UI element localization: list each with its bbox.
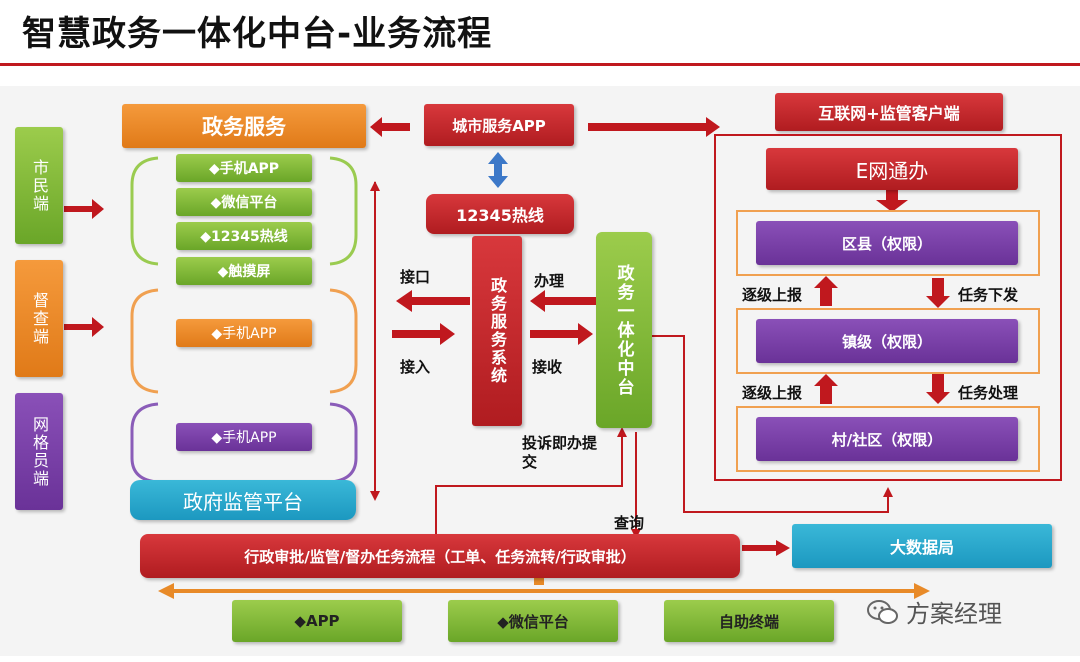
citizen-end: 市民端	[15, 127, 63, 244]
bracket-green	[130, 156, 358, 266]
line-platform-to-levels	[652, 335, 893, 513]
village-frame	[736, 406, 1040, 472]
blue-double-arrow	[488, 152, 508, 188]
middle-platform: 政务一体化中台	[596, 232, 652, 428]
arrow-interface	[396, 290, 470, 312]
arrow-access	[392, 323, 455, 345]
client-frame	[714, 134, 1062, 481]
end-to-channel-arrows	[64, 199, 104, 337]
label-query: 查询	[614, 514, 645, 532]
arrow-enet-down	[876, 190, 908, 212]
arrow-to-bigdata	[742, 540, 790, 556]
label-handle: 办理	[534, 272, 565, 290]
channel-wechat: ◆微信平台	[176, 188, 312, 216]
gov-service-header: 政务服务	[122, 104, 366, 148]
bracket-purple	[130, 402, 358, 484]
label-report-up-1: 逐级上报	[742, 286, 803, 304]
service-system: 政务服务系统	[472, 236, 522, 426]
city-service-app: 城市服务APP	[424, 104, 574, 146]
label-report-up-2: 逐级上报	[742, 384, 803, 402]
label-complaint-submit: 投诉即办提交	[522, 434, 598, 471]
level-arrows	[814, 276, 950, 404]
bottom-kiosk: 自助终端	[664, 600, 834, 642]
channel-grid-app: ◆手机APP	[176, 423, 312, 451]
label-task-handle: 任务处理	[958, 384, 1019, 402]
bottom-app: ◆APP	[232, 600, 402, 642]
watermark-text: 方案经理	[906, 600, 1002, 628]
label-access: 接入	[400, 358, 431, 376]
town-frame	[736, 308, 1040, 374]
big-data-bureau: 大数据局	[792, 524, 1052, 568]
watermark: 方案经理	[866, 594, 1002, 629]
e-net-service: E网通办	[766, 148, 1018, 190]
level-county: 区县（权限）	[756, 221, 1018, 265]
gov-supervision-platform: 政府监管平台	[130, 480, 356, 520]
inspector-end: 督查端	[15, 260, 63, 377]
channel-touch-screen: ◆触摸屏	[176, 257, 312, 285]
arrow-handle	[530, 290, 596, 312]
label-receive: 接收	[532, 358, 563, 376]
hotline-12345: 12345热线	[426, 194, 574, 234]
wechat-icon	[867, 599, 898, 624]
bottom-wechat: ◆微信平台	[448, 600, 618, 642]
arrow-receive	[530, 323, 593, 345]
workflow-bar: 行政审批/监管/督办任务流程（工单、任务流转/行政审批）	[140, 534, 740, 578]
grid-worker-end: 网格员端	[15, 393, 63, 510]
arrow-app-to-client	[588, 117, 720, 137]
title-divider	[0, 63, 1080, 66]
arrow-app-to-service	[370, 117, 410, 137]
bracket-orange	[130, 288, 358, 394]
line-workflow-to-platform	[435, 427, 627, 534]
page-title: 智慧政务一体化中台-业务流程	[22, 14, 493, 54]
internet-supervision-client: 互联网+监管客户端	[775, 93, 1003, 131]
level-town: 镇级（权限）	[756, 319, 1018, 363]
channel-inspector-app: ◆手机APP	[176, 319, 312, 347]
county-frame	[736, 210, 1040, 276]
label-interface: 接口	[400, 268, 431, 286]
level-village: 村/社区（权限）	[756, 417, 1018, 461]
label-task-down: 任务下发	[958, 286, 1019, 304]
channel-hotline: ◆12345热线	[176, 222, 312, 250]
channel-mobile-app: ◆手机APP	[176, 154, 312, 182]
